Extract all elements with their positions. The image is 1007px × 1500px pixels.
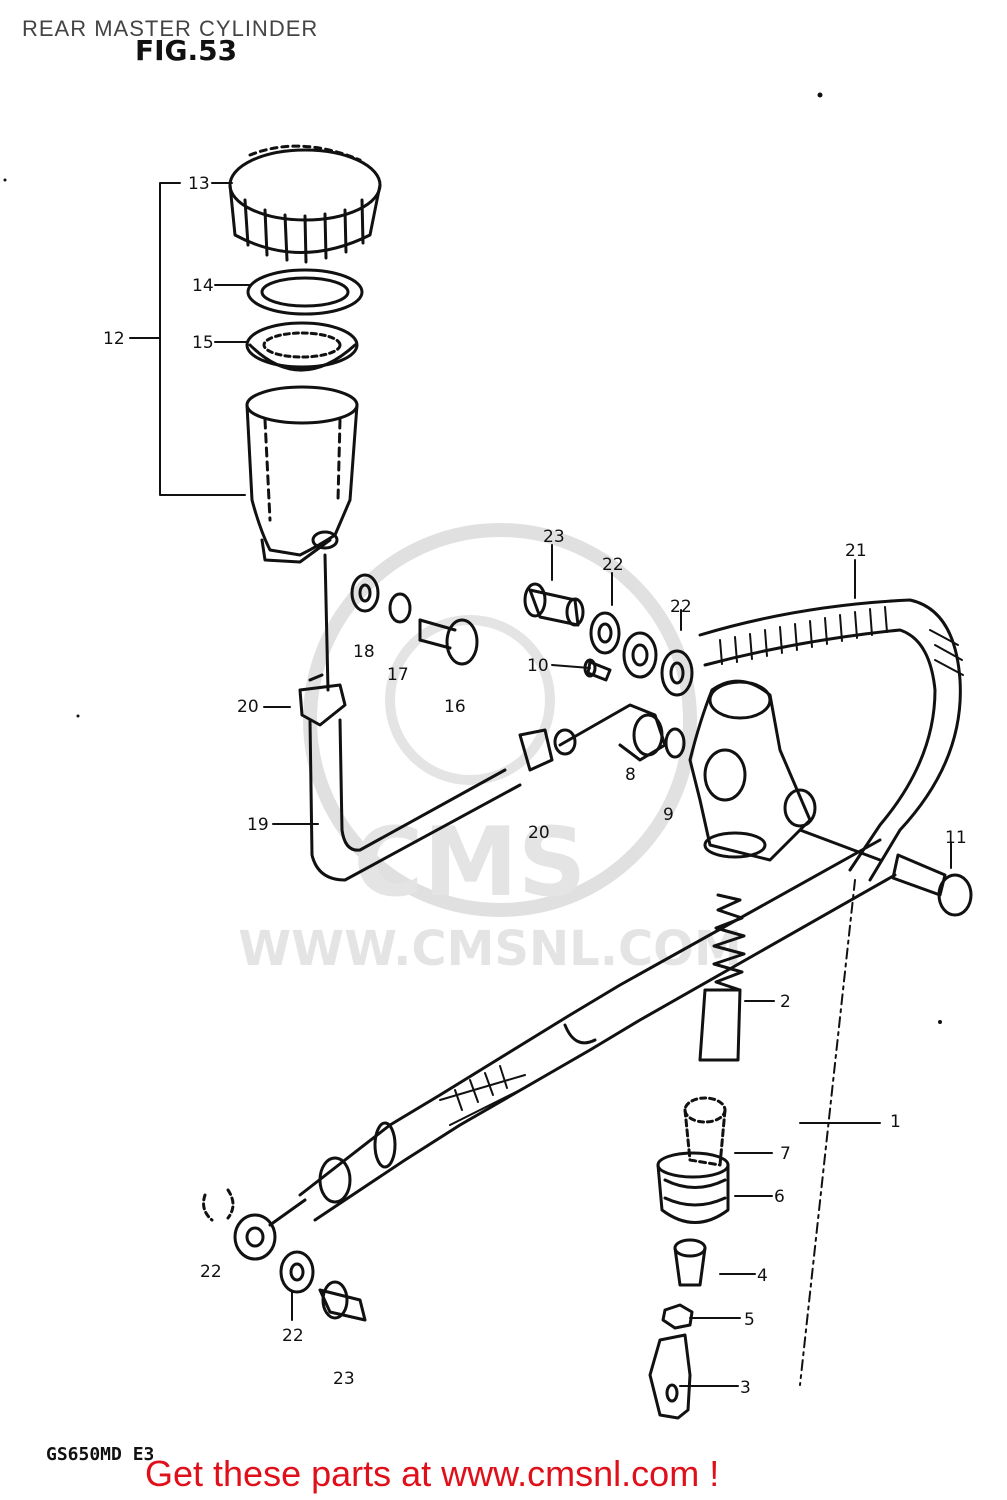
banjo-bolt-lower [318,1280,367,1322]
callout-22-lower-b: 22 [282,1326,304,1346]
hose-clamp-lower [518,728,554,772]
brake-pipe [233,838,897,1261]
model-code: GS650MD E3 [46,1444,155,1465]
figure-number: FIG.53 [135,34,238,67]
callout-18: 18 [353,642,375,662]
banjo-bolt-upper [523,582,585,627]
page-title: REAR MASTER CYLINDER [22,16,319,41]
callout-5: 5 [744,1310,755,1330]
callout-12: 12 [103,329,125,349]
banjo-washer-lower-a [202,1188,235,1222]
callout-4: 4 [757,1266,768,1286]
piston-assembly-7 [683,1096,727,1167]
watermark-brand: CMS [354,808,587,918]
screw-10 [583,658,612,682]
callout-7: 7 [780,1144,791,1164]
callout-20-upper: 20 [237,697,259,717]
callout-2: 2 [780,992,791,1012]
lock-nut-5 [661,1303,694,1330]
return-spring-2 [698,893,746,1062]
hose-connector-8 [553,703,667,762]
callout-17: 17 [387,665,409,685]
washer-18 [350,573,380,613]
callout-15: 15 [192,333,214,353]
callout-1: 1 [890,1112,901,1132]
diaphragm-plate [246,268,364,316]
diaphragm [245,321,359,372]
scan-specks [3,92,942,1024]
master-cylinder-body [688,679,882,862]
callout-21: 21 [845,541,867,561]
callout-23-upper: 23 [543,527,565,547]
callout-22-upper: 22 [602,555,624,575]
callout-23-lower: 23 [333,1369,355,1389]
banjo-washer-lower-b [279,1250,315,1294]
push-rod-4 [673,1238,707,1287]
callout-11: 11 [945,828,967,848]
reservoir-hose [308,553,522,882]
callout-8: 8 [625,765,636,785]
group-bracket-12 [159,182,246,496]
reservoir-body [245,385,359,564]
leader-lines [129,182,952,1387]
callout-20-lower: 20 [528,823,550,843]
callout-9: 9 [663,805,674,825]
cmsnl-watermark: CMS WWW.CMSNL.COM [238,523,742,977]
callout-19: 19 [247,815,269,835]
footer-link-text[interactable]: Get these parts at www.cmsnl.com ! [145,1453,720,1494]
dust-boot-6 [656,1151,730,1224]
reservoir-cap [228,144,382,264]
callout-labels: 13 14 12 15 23 22 21 22 10 18 17 16 20 8… [103,174,967,1398]
watermark-url: WWW.CMSNL.COM [238,921,742,977]
callout-22-second: 22 [670,597,692,617]
callout-6: 6 [774,1187,785,1207]
banjo-fitting [622,631,658,679]
o-ring-9 [664,727,686,759]
clevis-3 [648,1333,692,1420]
bolt-11 [891,853,973,917]
hose-clamp-upper [298,673,347,727]
bolt-16 [418,618,479,666]
callout-3: 3 [740,1378,751,1398]
brake-hose-21 [698,598,964,882]
callout-10: 10 [527,656,549,676]
washer-22-second [660,649,694,697]
callout-22-lower-a: 22 [200,1262,222,1282]
callout-14: 14 [192,276,214,296]
callout-13: 13 [188,174,210,194]
washer-22-upper [589,611,621,655]
o-ring-17 [388,592,412,624]
callout-16: 16 [444,697,466,717]
